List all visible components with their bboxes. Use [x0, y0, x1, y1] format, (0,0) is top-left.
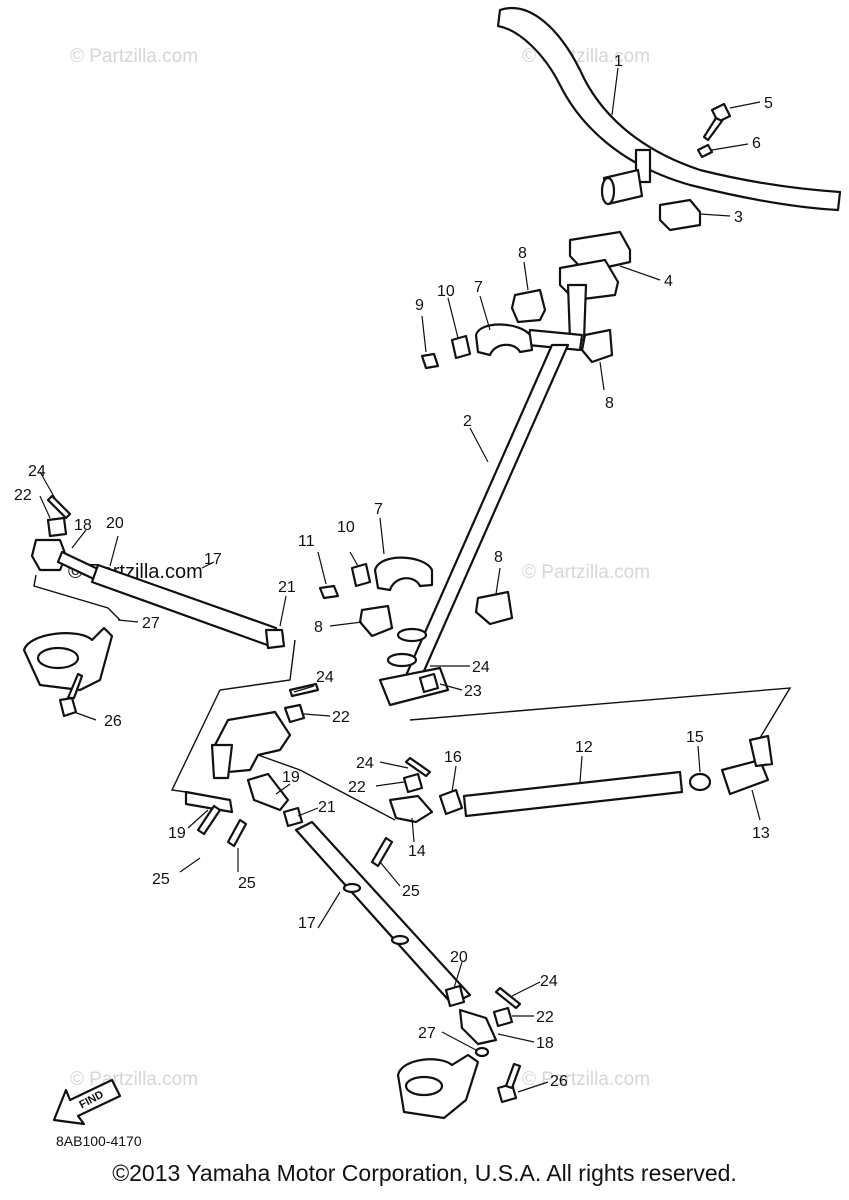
- callout-12: 12: [575, 739, 593, 756]
- nut-9: [420, 352, 440, 370]
- knuckle-arm-right: [396, 1053, 522, 1120]
- callout-10-upper: 10: [437, 283, 455, 300]
- handlebar: [496, 7, 842, 212]
- callout-23: 23: [464, 683, 482, 700]
- callout-26-right: 26: [550, 1073, 568, 1090]
- washer-27-lower: [474, 1046, 490, 1058]
- column-clamp-7-lower: [373, 556, 434, 592]
- reference-line-right: [409, 687, 792, 739]
- callout-3: 3: [734, 209, 743, 226]
- handlebar-holder-4: [558, 230, 632, 302]
- watermark-mid-right: © Partzilla.com: [522, 562, 650, 583]
- pitman-arm: [210, 710, 292, 780]
- bushing-8-lower-right: [474, 590, 514, 626]
- callout-7-upper: 7: [474, 279, 483, 296]
- callout-13: 13: [752, 825, 770, 842]
- callout-6: 6: [752, 135, 761, 152]
- tie-rod-end-18-lower: [458, 1008, 498, 1046]
- nut-22-right: [402, 772, 424, 794]
- find-arrow-icon: FIND: [52, 1078, 122, 1126]
- callout-26-left: 26: [104, 713, 122, 730]
- cotter-pin-24-right: [404, 756, 432, 778]
- tie-rod-12-right: [388, 734, 774, 824]
- part-code: 8AB100-4170: [56, 1133, 142, 1149]
- bolt-11: [318, 584, 340, 600]
- callout-19-right: 19: [282, 769, 300, 786]
- bushing-8-upper-left: [510, 288, 547, 324]
- callout-24-column: 24: [472, 659, 490, 676]
- callout-25-mid: 25: [238, 875, 256, 892]
- callout-22-left: 22: [14, 487, 32, 504]
- callout-15: 15: [686, 729, 704, 746]
- callout-21-upper: 21: [278, 579, 296, 596]
- cotter-pin-24-lower: [494, 986, 522, 1010]
- collar-10-lower: [350, 562, 372, 588]
- bushing-8-lower-left: [358, 604, 394, 638]
- callout-22-right: 22: [348, 779, 366, 796]
- callout-24-pitman: 24: [316, 669, 334, 686]
- callout-25-left: 25: [152, 871, 170, 888]
- callout-27-left: 27: [142, 615, 160, 632]
- nut-20-lower: [444, 984, 466, 1008]
- callout-19-left: 19: [168, 825, 186, 842]
- copyright-notice: ©2013 Yamaha Motor Corporation, U.S.A. A…: [112, 1160, 737, 1186]
- watermark-bottom-left: © Partzilla.com: [70, 1069, 198, 1090]
- callout-16: 16: [444, 749, 462, 766]
- callout-18-lower: 18: [536, 1035, 554, 1052]
- callout-4: 4: [664, 273, 673, 290]
- watermark-top-left: © Partzilla.com: [70, 46, 198, 67]
- collar-10-upper: [450, 334, 472, 360]
- callout-22-lower: 22: [536, 1009, 554, 1026]
- callout-17-upper: 17: [204, 551, 222, 568]
- bolt-25-right: [370, 836, 394, 868]
- watermark-bottom-right: © Partzilla.com: [522, 1069, 650, 1090]
- callout-11: 11: [298, 533, 315, 550]
- tie-rod-end-19-right: [246, 772, 290, 812]
- column-clamp-7-upper: [474, 323, 534, 357]
- callout-5: 5: [764, 95, 773, 112]
- nut-23: [418, 672, 440, 694]
- callout-2: 2: [463, 413, 472, 430]
- callout-labels: 1 2 3 4 5 6 7 7 8 8 8 8 9 10 10 11 12 13…: [14, 53, 773, 1090]
- callout-24-left: 24: [28, 463, 46, 480]
- callout-8-a: 8: [518, 245, 527, 262]
- callout-17-lower: 17: [298, 915, 316, 932]
- callout-24-lower: 24: [540, 973, 558, 990]
- bolt-25-mid: [226, 818, 248, 848]
- callout-8-c: 8: [494, 549, 503, 566]
- callout-14: 14: [408, 843, 426, 860]
- tie-rod-17-lower: [294, 820, 472, 1006]
- callout-7-lower: 7: [374, 501, 383, 518]
- bolt-25-left: [196, 804, 222, 836]
- reference-line-center: [257, 754, 396, 821]
- callout-9: 9: [415, 297, 424, 314]
- reference-line-left: [33, 574, 296, 793]
- callout-22-pitman: 22: [332, 709, 350, 726]
- knuckle-arm-left: [22, 626, 114, 718]
- callout-20-lower: 20: [450, 949, 468, 966]
- washer-6: [696, 143, 714, 159]
- callout-18-upper: 18: [74, 517, 92, 534]
- cotter-pin-24-left: [46, 494, 72, 520]
- nut-22-pitman: [283, 703, 306, 724]
- callout-8-d: 8: [314, 619, 323, 636]
- nut-22-left: [46, 516, 68, 538]
- callout-10-lower: 10: [337, 519, 355, 536]
- nut-22-lower: [492, 1006, 514, 1028]
- callout-8-b: 8: [605, 395, 614, 412]
- callout-25-right: 25: [402, 883, 420, 900]
- nut-21-center: [282, 806, 304, 828]
- tie-rod-end-19-left: [184, 790, 234, 814]
- callout-27-right: 27: [418, 1025, 436, 1042]
- callout-1: 1: [614, 53, 623, 70]
- handlebar-holder-3: [658, 198, 702, 232]
- bushing-8-upper-right: [580, 328, 614, 364]
- bolt-5: [702, 102, 732, 142]
- tie-rod-17-left: [30, 538, 286, 650]
- callout-24-right: 24: [356, 755, 374, 772]
- callout-20-upper: 20: [106, 515, 124, 532]
- leader-lines: [39, 67, 761, 1093]
- callout-21-center: 21: [318, 799, 336, 816]
